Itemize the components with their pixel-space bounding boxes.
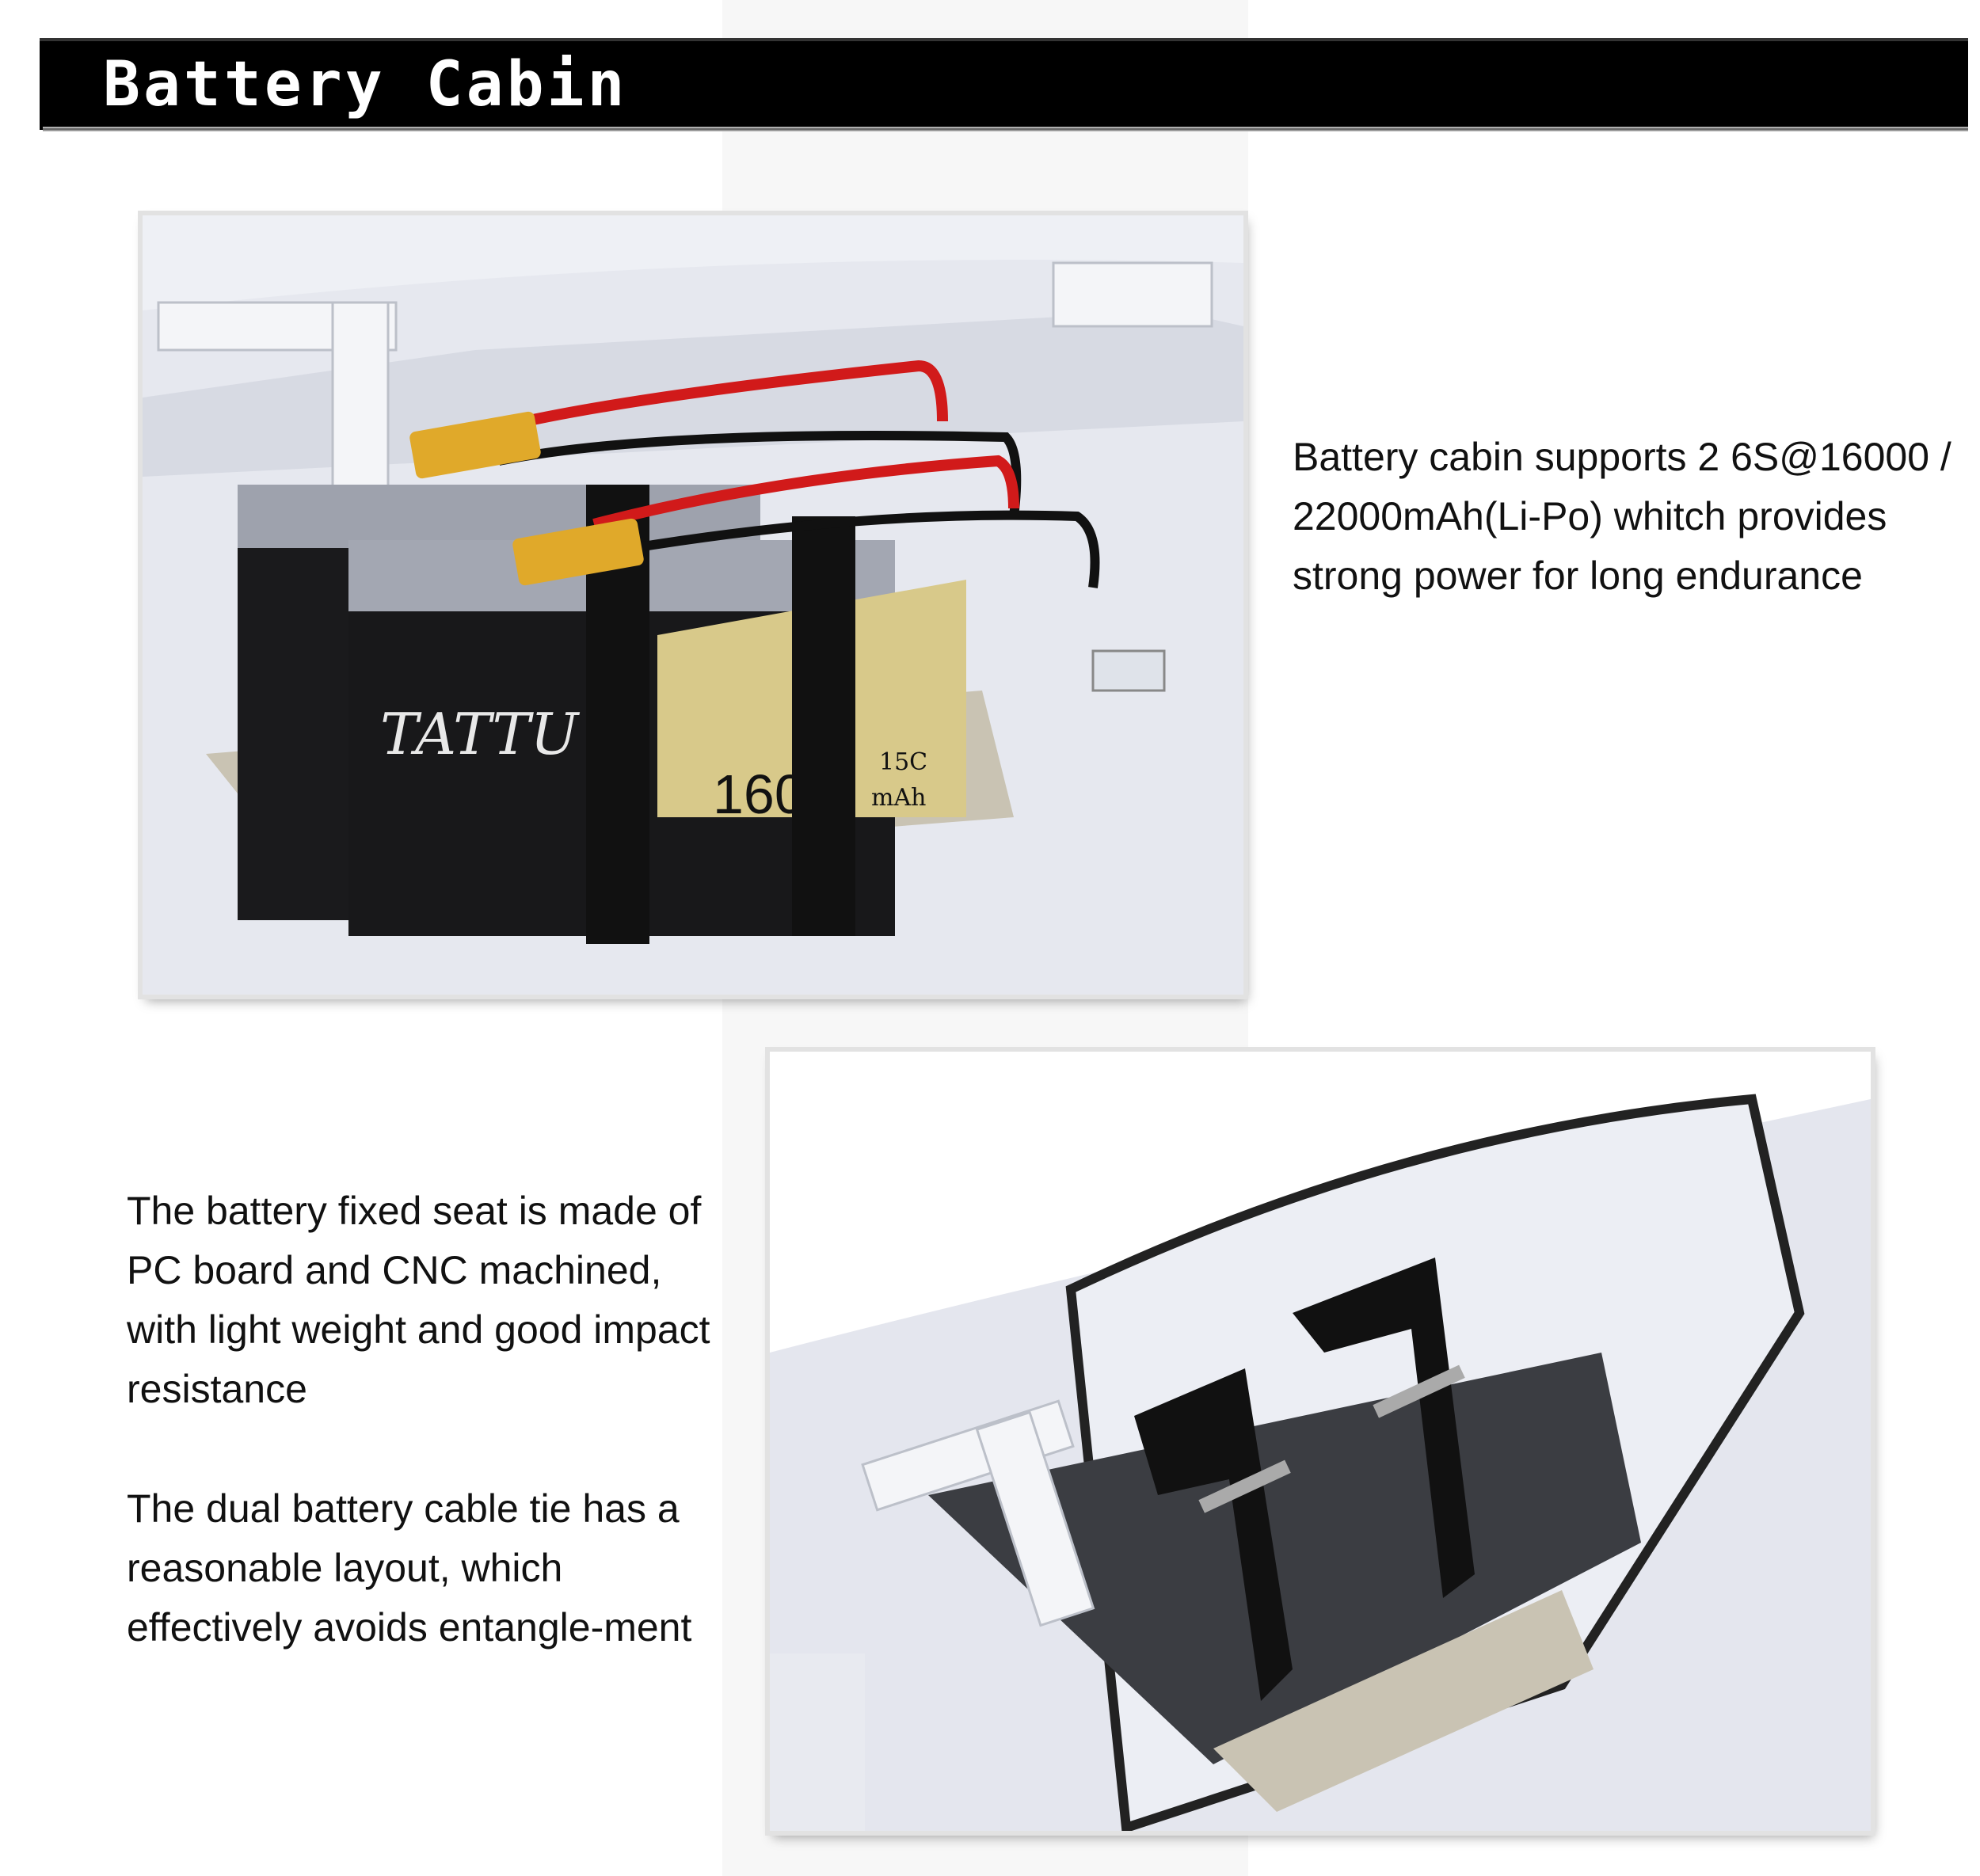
- battery-capacity-text: 160: [713, 763, 805, 825]
- cable-tie-description: The dual battery cable tie has a reasona…: [127, 1486, 692, 1650]
- section-header: Battery Cabin: [40, 38, 1968, 130]
- page-title: Battery Cabin: [103, 49, 628, 120]
- battery-rating-text: 15C: [879, 748, 927, 776]
- battery-seat-description: The battery fixed seat is made of PC boa…: [127, 1189, 710, 1411]
- battery-seat-image: [770, 1052, 1871, 1831]
- battery-capacity-description: Battery cabin supports 2 6S@16000 / 2200…: [1293, 435, 1951, 598]
- battery-unit-text: mAh: [871, 784, 926, 812]
- battery-cabin-image: TATTU 160 15C mAh: [143, 215, 1243, 995]
- battery-brand-text: TATTU: [380, 701, 581, 767]
- header-divider: [43, 127, 1968, 131]
